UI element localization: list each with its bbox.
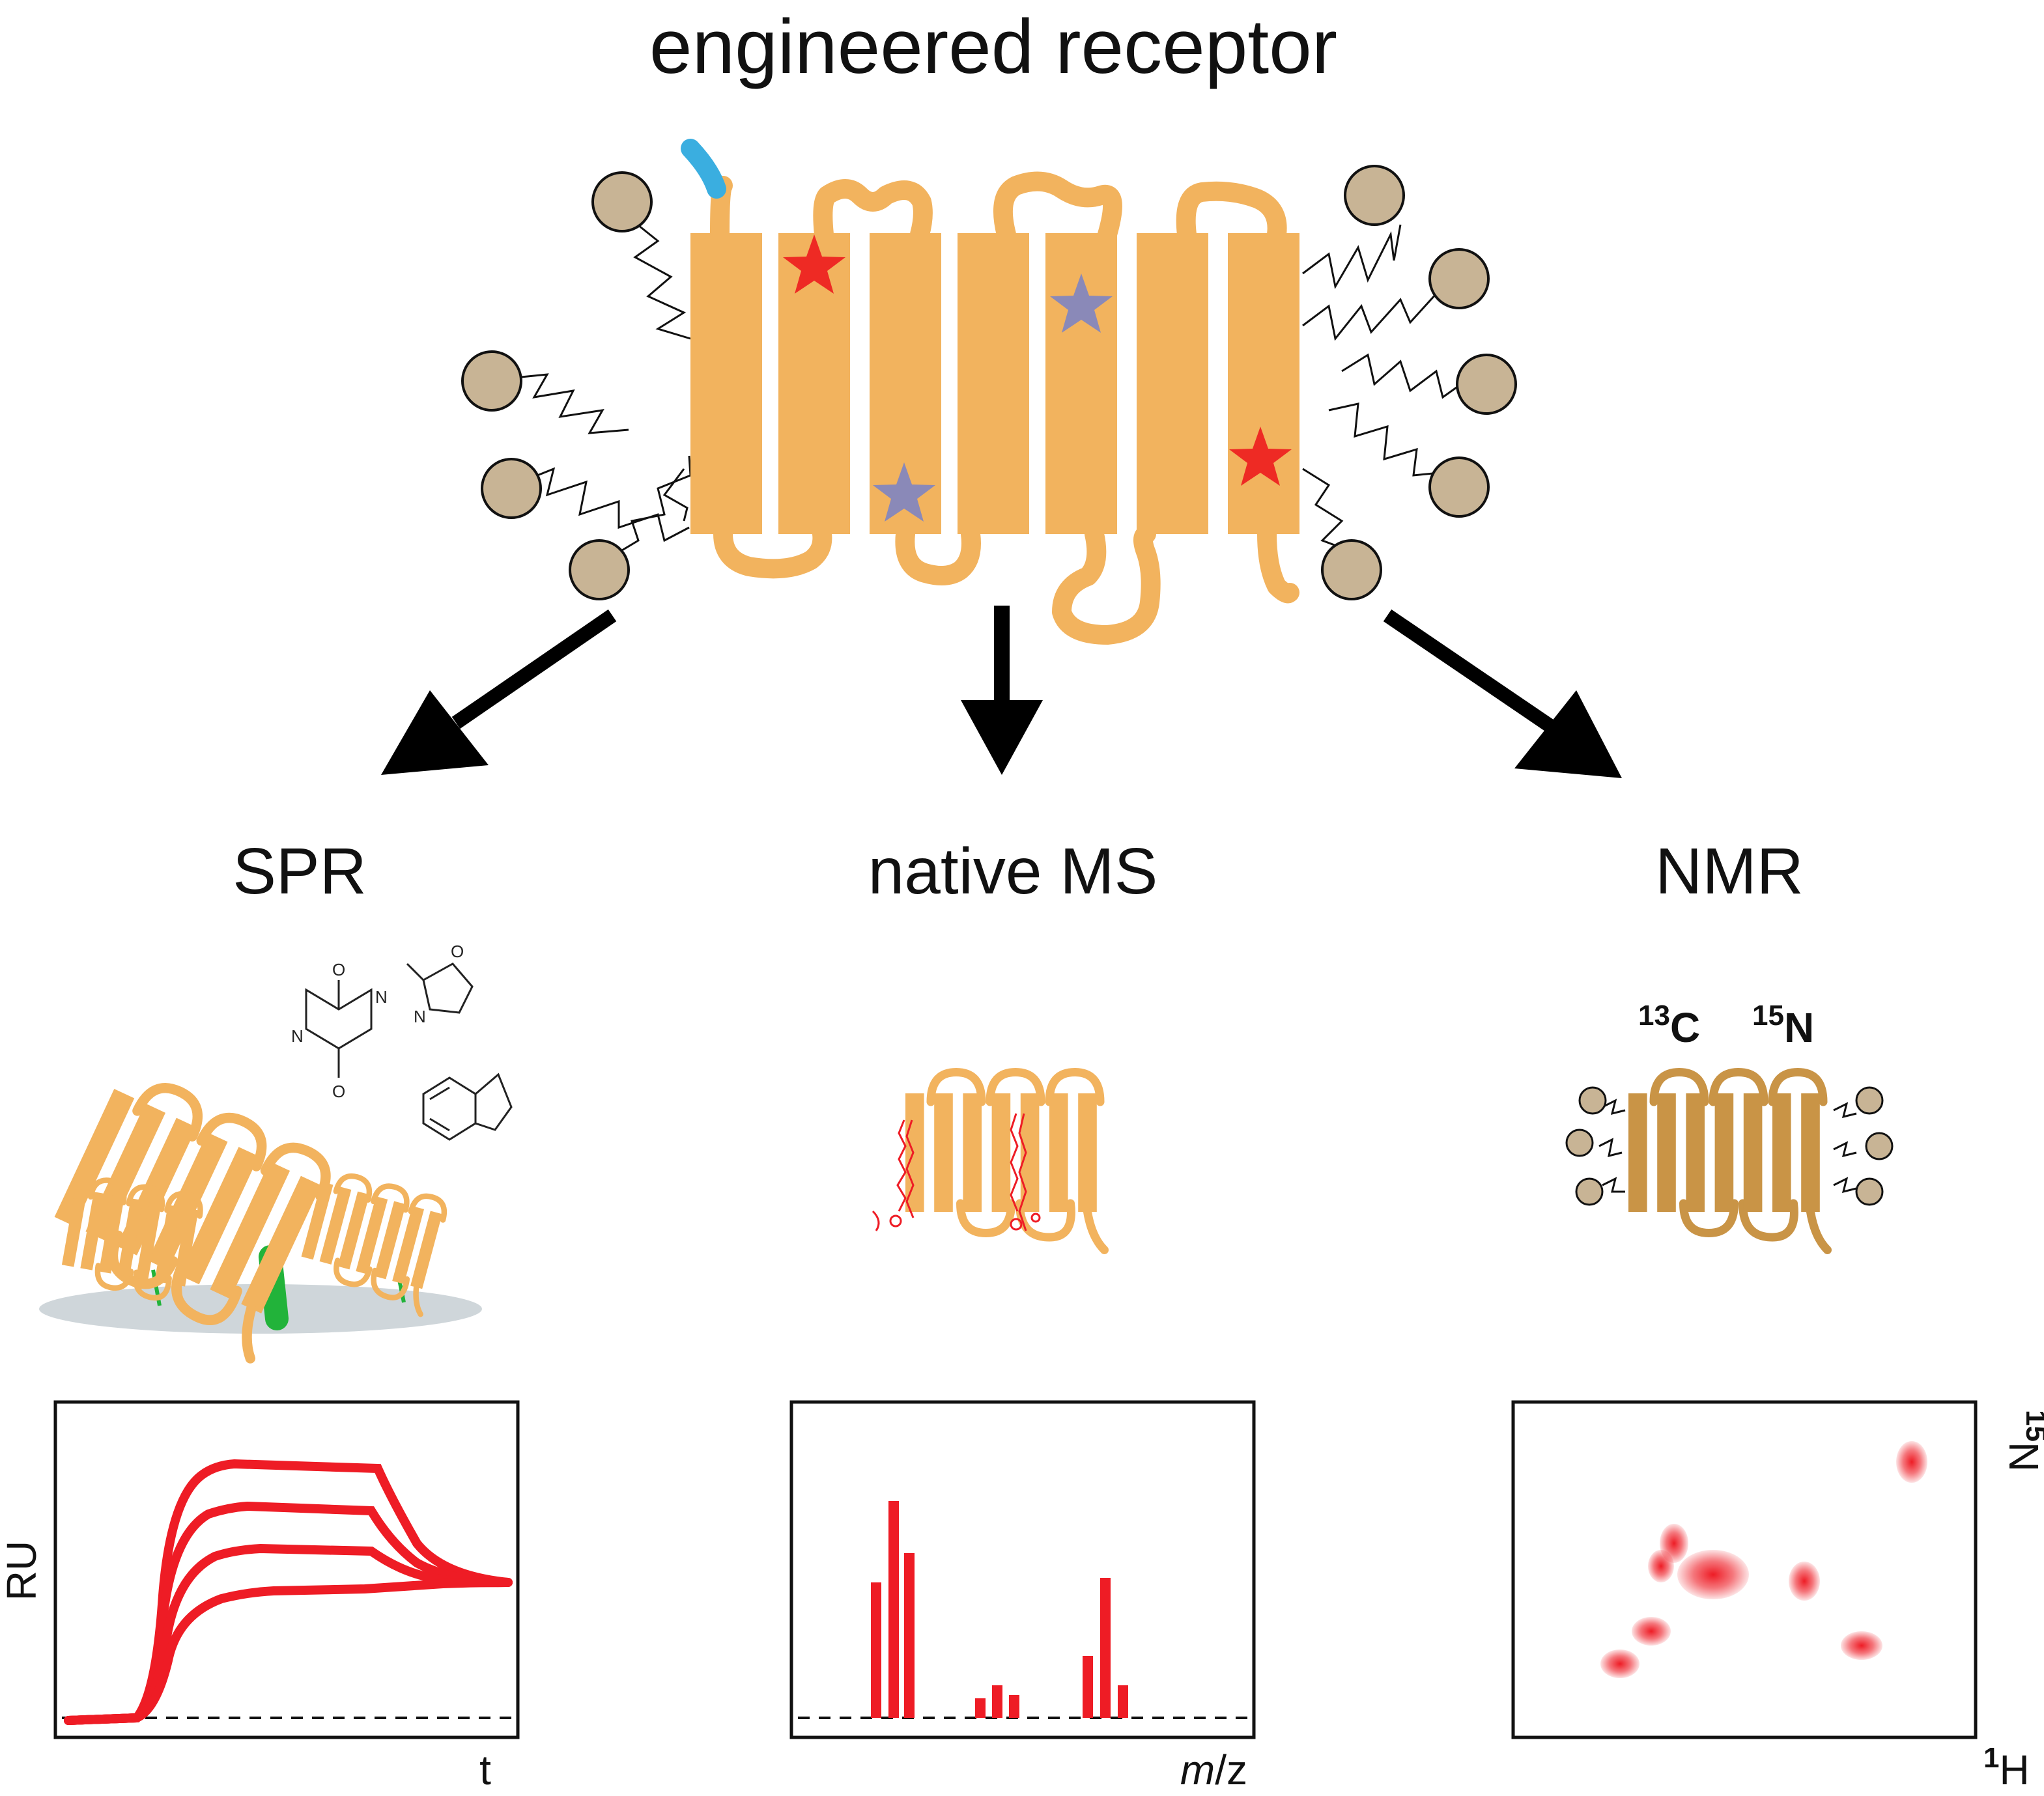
lipid-head: [1456, 354, 1517, 415]
lipid-head: [569, 539, 630, 600]
method-label-nmr: NMR: [1655, 835, 1804, 908]
lipid-head: [1578, 1086, 1607, 1115]
nmr-peaks: [1600, 1441, 1927, 1678]
lipid-head: [1565, 1129, 1594, 1157]
axis-label-y: RU: [0, 1541, 45, 1601]
atom-label: N: [414, 1007, 426, 1026]
ms-peak: [888, 1501, 899, 1718]
ms-peak: [992, 1685, 1002, 1718]
nmr-peak: [1789, 1562, 1820, 1601]
lipid-head: [461, 350, 522, 412]
ms-peak: [1100, 1578, 1111, 1718]
mutation-star-purple: [1050, 274, 1113, 333]
ms-peak: [904, 1553, 915, 1718]
isotope-carbon-13: 13C: [1638, 1000, 1700, 1051]
axis-label-x: t: [479, 1747, 491, 1793]
mutation-star-red: [783, 234, 845, 294]
native-ms-illustration: [872, 1073, 1105, 1250]
small-molecule-methyloxazole: [406, 962, 474, 1014]
ms-spectrum: m/z: [789, 1400, 1256, 1793]
arrow-left-down-icon: [381, 609, 617, 775]
nmr-lipid-tails: [1598, 1099, 1857, 1194]
method-label-native-ms: native MS: [868, 835, 1158, 908]
arrow-right-down-icon: [1383, 609, 1622, 778]
lipid-head: [1855, 1177, 1884, 1206]
nmr-peak: [1896, 1441, 1927, 1483]
lipid-head: [1575, 1177, 1604, 1206]
atom-label: O: [332, 960, 345, 979]
sensorgram-curves: [64, 1459, 513, 1725]
ms-peak: [871, 1582, 881, 1718]
axis-label-x: m/z: [1180, 1747, 1247, 1793]
receptor-small-ms: [905, 1073, 1105, 1250]
ms-peak: [1009, 1695, 1019, 1718]
lipid-head: [1855, 1086, 1884, 1115]
small-molecule-indane: [422, 1073, 513, 1141]
lipids-right: [1302, 224, 1466, 567]
lipid-head: [591, 171, 653, 232]
receptor-loops: [710, 171, 1299, 645]
mutation-star-red: [1229, 427, 1292, 486]
mutation-star-purple: [873, 462, 935, 522]
tm-helices: [690, 233, 1299, 534]
nmr-peak: [1600, 1649, 1639, 1678]
lipid-head: [1344, 165, 1405, 226]
atom-label: N: [291, 1026, 304, 1046]
nmr-peak: [1677, 1550, 1749, 1599]
lipid-head: [1865, 1132, 1894, 1160]
nmr-hsqc-spectrum: 1H 15N: [1511, 1400, 2044, 1793]
affinity-tag: [681, 139, 726, 199]
method-label-spr: SPR: [233, 835, 367, 908]
ms-peak: [1118, 1685, 1128, 1718]
small-molecule-diketopiperazine: [305, 980, 373, 1078]
lipids-left: [514, 214, 692, 561]
figure-title: engineered receptor: [649, 4, 1337, 90]
atom-label: O: [451, 942, 464, 961]
axis-label-x: 1H: [1983, 1742, 2030, 1793]
receptor-labeled: [1628, 1073, 1828, 1250]
spr-sensorgram: RU t: [0, 1400, 520, 1793]
nmr-peak: [1632, 1617, 1671, 1646]
axis-label-y: 15N: [2000, 1410, 2044, 1472]
ms-peak: [975, 1698, 986, 1718]
atom-label: N: [375, 987, 388, 1007]
arrow-down-icon: [961, 606, 1043, 775]
lipid-head: [1428, 248, 1490, 309]
lipid-head: [1321, 539, 1382, 600]
atom-label: O: [332, 1082, 345, 1101]
ms-peak: [1083, 1656, 1093, 1718]
nmr-peak: [1648, 1550, 1674, 1582]
isotope-nitrogen-15: 15N: [1752, 1000, 1814, 1051]
receptor-diagram: [461, 139, 1517, 645]
plot-frame: [789, 1400, 1256, 1739]
nmr-peak: [1841, 1631, 1882, 1660]
ms-peaks: [871, 1501, 1128, 1718]
lipid-head: [1428, 456, 1490, 518]
spr-illustration: O N N O O N: [35, 942, 513, 1358]
lipid-head: [481, 458, 542, 519]
nmr-illustration: 13C 15N: [1565, 1000, 1894, 1250]
detergent-micelle: [872, 1113, 1041, 1231]
